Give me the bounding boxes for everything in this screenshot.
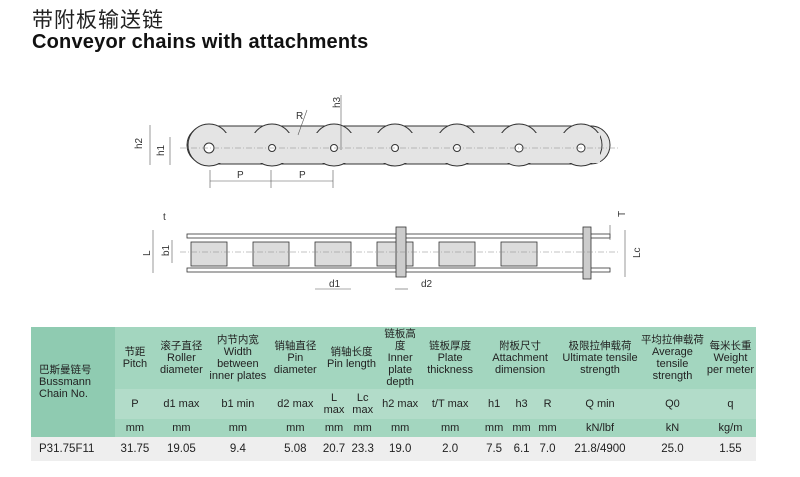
label-h2: h2 bbox=[134, 137, 145, 149]
unit-cell: mm bbox=[508, 419, 536, 437]
label-R: R bbox=[296, 111, 303, 122]
symbol-cell: d1 max bbox=[154, 389, 208, 419]
cell-h2: 19.0 bbox=[380, 437, 421, 461]
label-b1: b1 bbox=[161, 244, 172, 256]
cell-L: 20.7 bbox=[322, 437, 346, 461]
unit-cell: mm bbox=[114, 419, 155, 437]
symbol-cell: P bbox=[114, 389, 155, 419]
cell-d1: 19.05 bbox=[154, 437, 208, 461]
cell-h1: 7.5 bbox=[480, 437, 509, 461]
chain-side-view bbox=[180, 123, 620, 167]
page-title-chinese: 带附板输送链 bbox=[32, 8, 164, 32]
label-h3: h3 bbox=[332, 96, 343, 108]
unit-cell: mm bbox=[267, 419, 323, 437]
unit-cell: mm bbox=[420, 419, 481, 437]
cell-b1: 9.4 bbox=[207, 437, 268, 461]
symbol-cell: L max bbox=[322, 389, 346, 419]
cell-pitch: 31.75 bbox=[114, 437, 155, 461]
symbol-cell: t/T max bbox=[420, 389, 481, 419]
label-d2: d2 bbox=[421, 279, 433, 290]
symbol-cell: b1 min bbox=[207, 389, 268, 419]
unit-cell: mm bbox=[154, 419, 208, 437]
unit-cell: mm bbox=[380, 419, 421, 437]
cell-Q: 21.8/4900 bbox=[560, 437, 640, 461]
symbol-cell: Q min bbox=[560, 389, 640, 419]
header-chain-no: 巴斯曼链号 Bussmann Chain No. bbox=[31, 327, 115, 437]
chain-top-view bbox=[180, 226, 620, 280]
cell-Lc: 23.3 bbox=[345, 437, 381, 461]
symbol-cell: q bbox=[704, 389, 756, 419]
cell-h3: 6.1 bbox=[508, 437, 536, 461]
cell-tT: 2.0 bbox=[420, 437, 481, 461]
label-h1: h1 bbox=[156, 144, 167, 156]
cell-Q0: 25.0 bbox=[639, 437, 705, 461]
units-row: mm mm mm mm mm mm mm mm mm mm mm kN/lbf … bbox=[31, 419, 756, 437]
unit-cell: mm bbox=[535, 419, 561, 437]
label-T: T bbox=[617, 211, 628, 217]
label-L: L bbox=[142, 250, 153, 256]
cell-chain-no: P31.75F11 bbox=[31, 437, 115, 461]
cell-d2: 5.08 bbox=[267, 437, 323, 461]
symbol-cell: h3 bbox=[508, 389, 536, 419]
symbol-cell: d2 max bbox=[267, 389, 323, 419]
unit-cell: kN/lbf bbox=[560, 419, 640, 437]
label-P-1: P bbox=[237, 170, 244, 181]
label-t: t bbox=[163, 212, 166, 223]
page-title-english: Conveyor chains with attachments bbox=[32, 31, 369, 53]
unit-cell: kN bbox=[639, 419, 705, 437]
unit-cell: kg/m bbox=[704, 419, 756, 437]
label-P-2: P bbox=[299, 170, 306, 181]
label-d1: d1 bbox=[329, 279, 341, 290]
symbols-row: P d1 max b1 min d2 max L max Lc max h2 m… bbox=[31, 389, 756, 419]
unit-cell: mm bbox=[480, 419, 509, 437]
symbol-cell: Lc max bbox=[345, 389, 381, 419]
table-row: P31.75F11 31.75 19.05 9.4 5.08 20.7 23.3… bbox=[31, 437, 756, 461]
symbol-cell: Q0 bbox=[639, 389, 705, 419]
unit-cell: mm bbox=[322, 419, 346, 437]
unit-cell: mm bbox=[207, 419, 268, 437]
chain-diagram: h2 h1 h3 R P P t L b1 d1 d2 T Lc bbox=[134, 95, 643, 290]
symbol-cell: R bbox=[535, 389, 561, 419]
symbol-cell: h1 bbox=[480, 389, 509, 419]
cell-q: 1.55 bbox=[704, 437, 756, 461]
symbol-cell: h2 max bbox=[380, 389, 421, 419]
cell-R: 7.0 bbox=[535, 437, 561, 461]
unit-cell: mm bbox=[345, 419, 381, 437]
label-Lc: Lc bbox=[632, 247, 643, 258]
